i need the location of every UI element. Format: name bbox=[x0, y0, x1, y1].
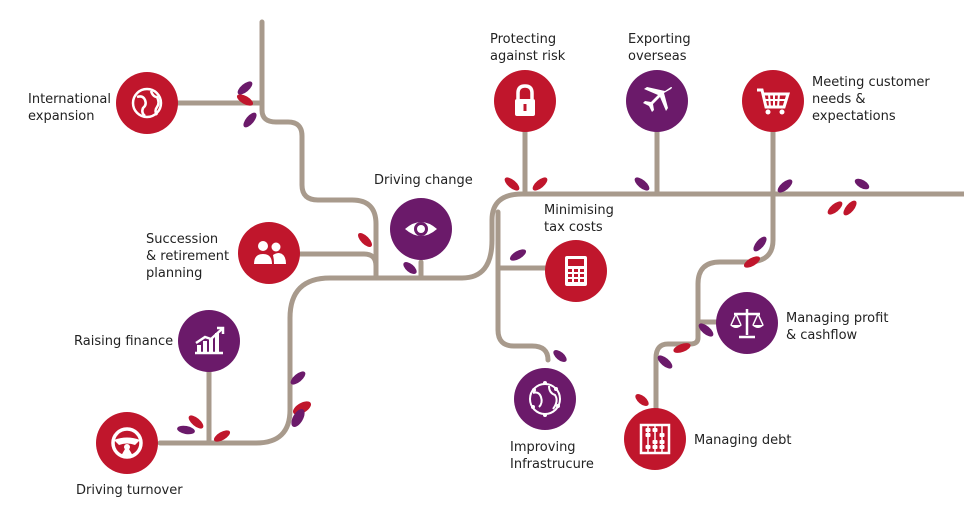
label-international: International expansion bbox=[28, 91, 111, 125]
path-customer bbox=[695, 129, 776, 325]
label-customer: Meeting customer needs & expectations bbox=[812, 74, 930, 125]
label-raising: Raising finance bbox=[74, 333, 173, 350]
node-change[interactable] bbox=[390, 198, 452, 260]
node-succession[interactable] bbox=[238, 222, 300, 284]
label-profit-text: Managing profit & cashflow bbox=[786, 311, 889, 343]
network-globe-icon bbox=[529, 381, 561, 417]
label-customer-text: Meeting customer needs & expectations bbox=[812, 75, 930, 124]
eye-icon bbox=[405, 222, 437, 236]
label-profit: Managing profit & cashflow bbox=[786, 310, 888, 344]
shopping-cart-icon bbox=[757, 88, 791, 115]
node-tax[interactable] bbox=[545, 240, 607, 302]
globe-icon bbox=[131, 87, 163, 119]
node-profit[interactable] bbox=[716, 292, 778, 354]
decorative-leaves bbox=[177, 81, 870, 442]
label-risk: Protecting against risk bbox=[490, 31, 565, 65]
label-turnover-text: Driving turnover bbox=[76, 483, 183, 498]
label-debt-text: Managing debt bbox=[694, 433, 792, 448]
label-debt: Managing debt bbox=[694, 432, 791, 449]
label-risk-text: Protecting against risk bbox=[490, 32, 566, 64]
node-raising[interactable] bbox=[178, 310, 240, 372]
label-raising-text: Raising finance bbox=[74, 334, 174, 349]
label-infra-text: Improving Infrastrucure bbox=[510, 440, 594, 472]
label-tax: Minimising tax costs bbox=[544, 202, 614, 236]
label-infra: Improving Infrastrucure bbox=[510, 439, 594, 473]
growth-chart-icon bbox=[195, 326, 225, 355]
node-debt[interactable] bbox=[624, 408, 686, 470]
label-change: Driving change bbox=[374, 172, 473, 189]
padlock-icon bbox=[515, 84, 535, 116]
label-exporting-text: Exporting overseas bbox=[628, 32, 691, 64]
node-turnover[interactable] bbox=[96, 412, 158, 474]
scales-icon bbox=[730, 309, 764, 339]
node-infra[interactable] bbox=[514, 368, 576, 430]
path-debt bbox=[653, 319, 701, 415]
node-customer[interactable] bbox=[742, 70, 804, 132]
label-exporting: Exporting overseas bbox=[628, 31, 691, 65]
airplane-icon bbox=[643, 87, 672, 112]
label-succession: Succession & retirement planning bbox=[146, 231, 229, 282]
path-turnover-curve bbox=[157, 275, 379, 446]
node-risk[interactable] bbox=[494, 70, 556, 132]
steering-wheel-icon bbox=[111, 427, 143, 459]
label-succession-text: Succession & retirement planning bbox=[146, 232, 230, 281]
label-turnover: Driving turnover bbox=[76, 482, 183, 499]
label-change-text: Driving change bbox=[374, 173, 473, 188]
path-top-branch bbox=[259, 19, 379, 281]
people-icon bbox=[254, 241, 286, 264]
label-international-text: International expansion bbox=[28, 92, 111, 124]
path-infra bbox=[495, 209, 551, 363]
calculator-icon bbox=[565, 256, 587, 286]
node-international[interactable] bbox=[116, 72, 178, 134]
node-exporting[interactable] bbox=[626, 70, 688, 132]
abacus-icon bbox=[639, 423, 671, 455]
path-succession bbox=[295, 251, 379, 269]
path-main-spine bbox=[373, 191, 964, 281]
label-tax-text: Minimising tax costs bbox=[544, 203, 614, 235]
